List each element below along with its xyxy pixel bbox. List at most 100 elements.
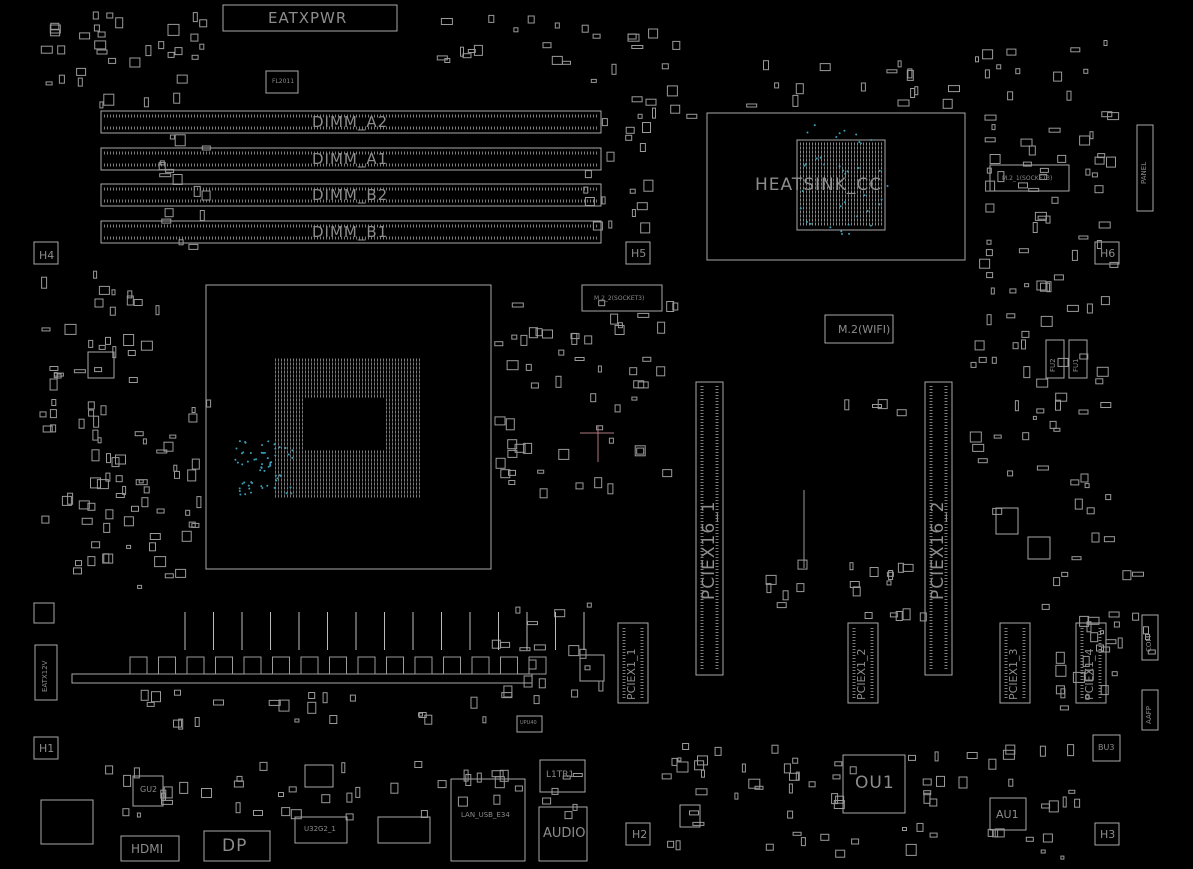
- component-footprint: [105, 336, 111, 345]
- component-footprint: [87, 502, 96, 511]
- component-footprint: [648, 28, 659, 39]
- component-footprint: [164, 573, 174, 579]
- component-footprint: [625, 126, 635, 134]
- component-footprint: [1145, 634, 1150, 640]
- component-footprint: [94, 367, 103, 373]
- component-footprint: [923, 792, 931, 804]
- via: [824, 177, 827, 180]
- component-footprint: [81, 517, 93, 525]
- component-footprint: [192, 12, 198, 23]
- component-footprint: [112, 346, 117, 359]
- component-footprint: [1007, 91, 1014, 101]
- via: [886, 185, 889, 188]
- component-footprint: [849, 562, 854, 571]
- component-footprint: [140, 340, 153, 351]
- via: [880, 198, 883, 201]
- via: [244, 493, 247, 496]
- vrm-choke: [300, 656, 319, 675]
- component-footprint: [294, 718, 300, 723]
- component-footprint: [637, 113, 643, 119]
- component-footprint: [896, 409, 907, 417]
- component-footprint: [514, 785, 523, 792]
- component-footprint: [606, 151, 615, 162]
- component-footprint: [349, 694, 356, 702]
- component-footprint: [53, 372, 64, 377]
- via: [262, 451, 265, 454]
- component-footprint: [1079, 615, 1090, 627]
- component-footprint: [886, 580, 892, 586]
- component-footprint: [194, 717, 200, 727]
- via: [273, 486, 276, 489]
- misc-chip: [1027, 536, 1051, 560]
- component-footprint: [583, 186, 589, 194]
- vrm-choke: [528, 656, 547, 675]
- component-footprint: [39, 411, 47, 418]
- component-footprint: [608, 437, 614, 444]
- component-footprint: [662, 469, 673, 478]
- via: [841, 232, 844, 235]
- component-footprint: [923, 790, 932, 796]
- component-footprint: [972, 443, 985, 452]
- via: [823, 163, 826, 166]
- component-footprint: [131, 505, 139, 512]
- component-footprint: [692, 821, 705, 826]
- component-footprint: [1096, 240, 1102, 249]
- component-footprint: [1079, 135, 1091, 146]
- component-footprint: [629, 367, 638, 376]
- component-footprint: [997, 171, 1005, 183]
- component-footprint: [1062, 796, 1067, 808]
- component-footprint: [88, 409, 95, 417]
- component-footprint: [108, 57, 117, 64]
- fu1-label: FU1: [1072, 358, 1080, 372]
- component-footprint: [1106, 156, 1116, 168]
- component-footprint: [40, 45, 53, 54]
- component-footprint: [1096, 644, 1104, 652]
- aafp-label: AAFP: [1145, 705, 1153, 724]
- component-footprint: [1005, 744, 1016, 755]
- via: [856, 215, 859, 218]
- via: [848, 232, 851, 235]
- component-footprint: [136, 812, 141, 818]
- component-footprint: [500, 469, 511, 479]
- component-footprint: [792, 831, 802, 836]
- component-footprint: [1071, 249, 1078, 261]
- component-footprint: [1037, 215, 1047, 220]
- via: [274, 454, 277, 457]
- component-footprint: [462, 53, 472, 59]
- component-footprint: [103, 93, 115, 106]
- component-footprint: [190, 33, 199, 42]
- component-footprint: [77, 77, 83, 87]
- component-footprint: [535, 328, 543, 337]
- component-footprint: [1109, 261, 1119, 268]
- component-footprint: [929, 832, 938, 838]
- component-footprint: [558, 349, 565, 356]
- component-footprint: [188, 243, 199, 250]
- component-footprint: [652, 107, 656, 119]
- component-footprint: [765, 843, 774, 851]
- component-footprint: [513, 27, 519, 33]
- component-footprint: [61, 495, 72, 506]
- component-footprint: [57, 45, 66, 55]
- component-footprint: [788, 783, 793, 794]
- via: [838, 165, 841, 168]
- component-footprint: [482, 716, 487, 724]
- via: [263, 451, 266, 454]
- component-footprint: [1100, 685, 1109, 696]
- component-footprint: [579, 648, 587, 659]
- component-footprint: [682, 743, 690, 750]
- via: [291, 449, 294, 452]
- component-footprint: [420, 810, 428, 818]
- component-footprint: [637, 312, 650, 318]
- component-footprint: [437, 780, 447, 789]
- via: [842, 169, 845, 172]
- via: [815, 157, 818, 160]
- component-footprint: [444, 58, 451, 63]
- via: [289, 486, 292, 489]
- component-footprint: [1089, 131, 1094, 140]
- component-footprint: [533, 695, 540, 705]
- component-footprint: [470, 696, 478, 709]
- component-footprint: [886, 571, 894, 577]
- u32g2-port: [294, 816, 348, 844]
- component-footprint: [869, 567, 879, 577]
- component-footprint: [993, 434, 1002, 439]
